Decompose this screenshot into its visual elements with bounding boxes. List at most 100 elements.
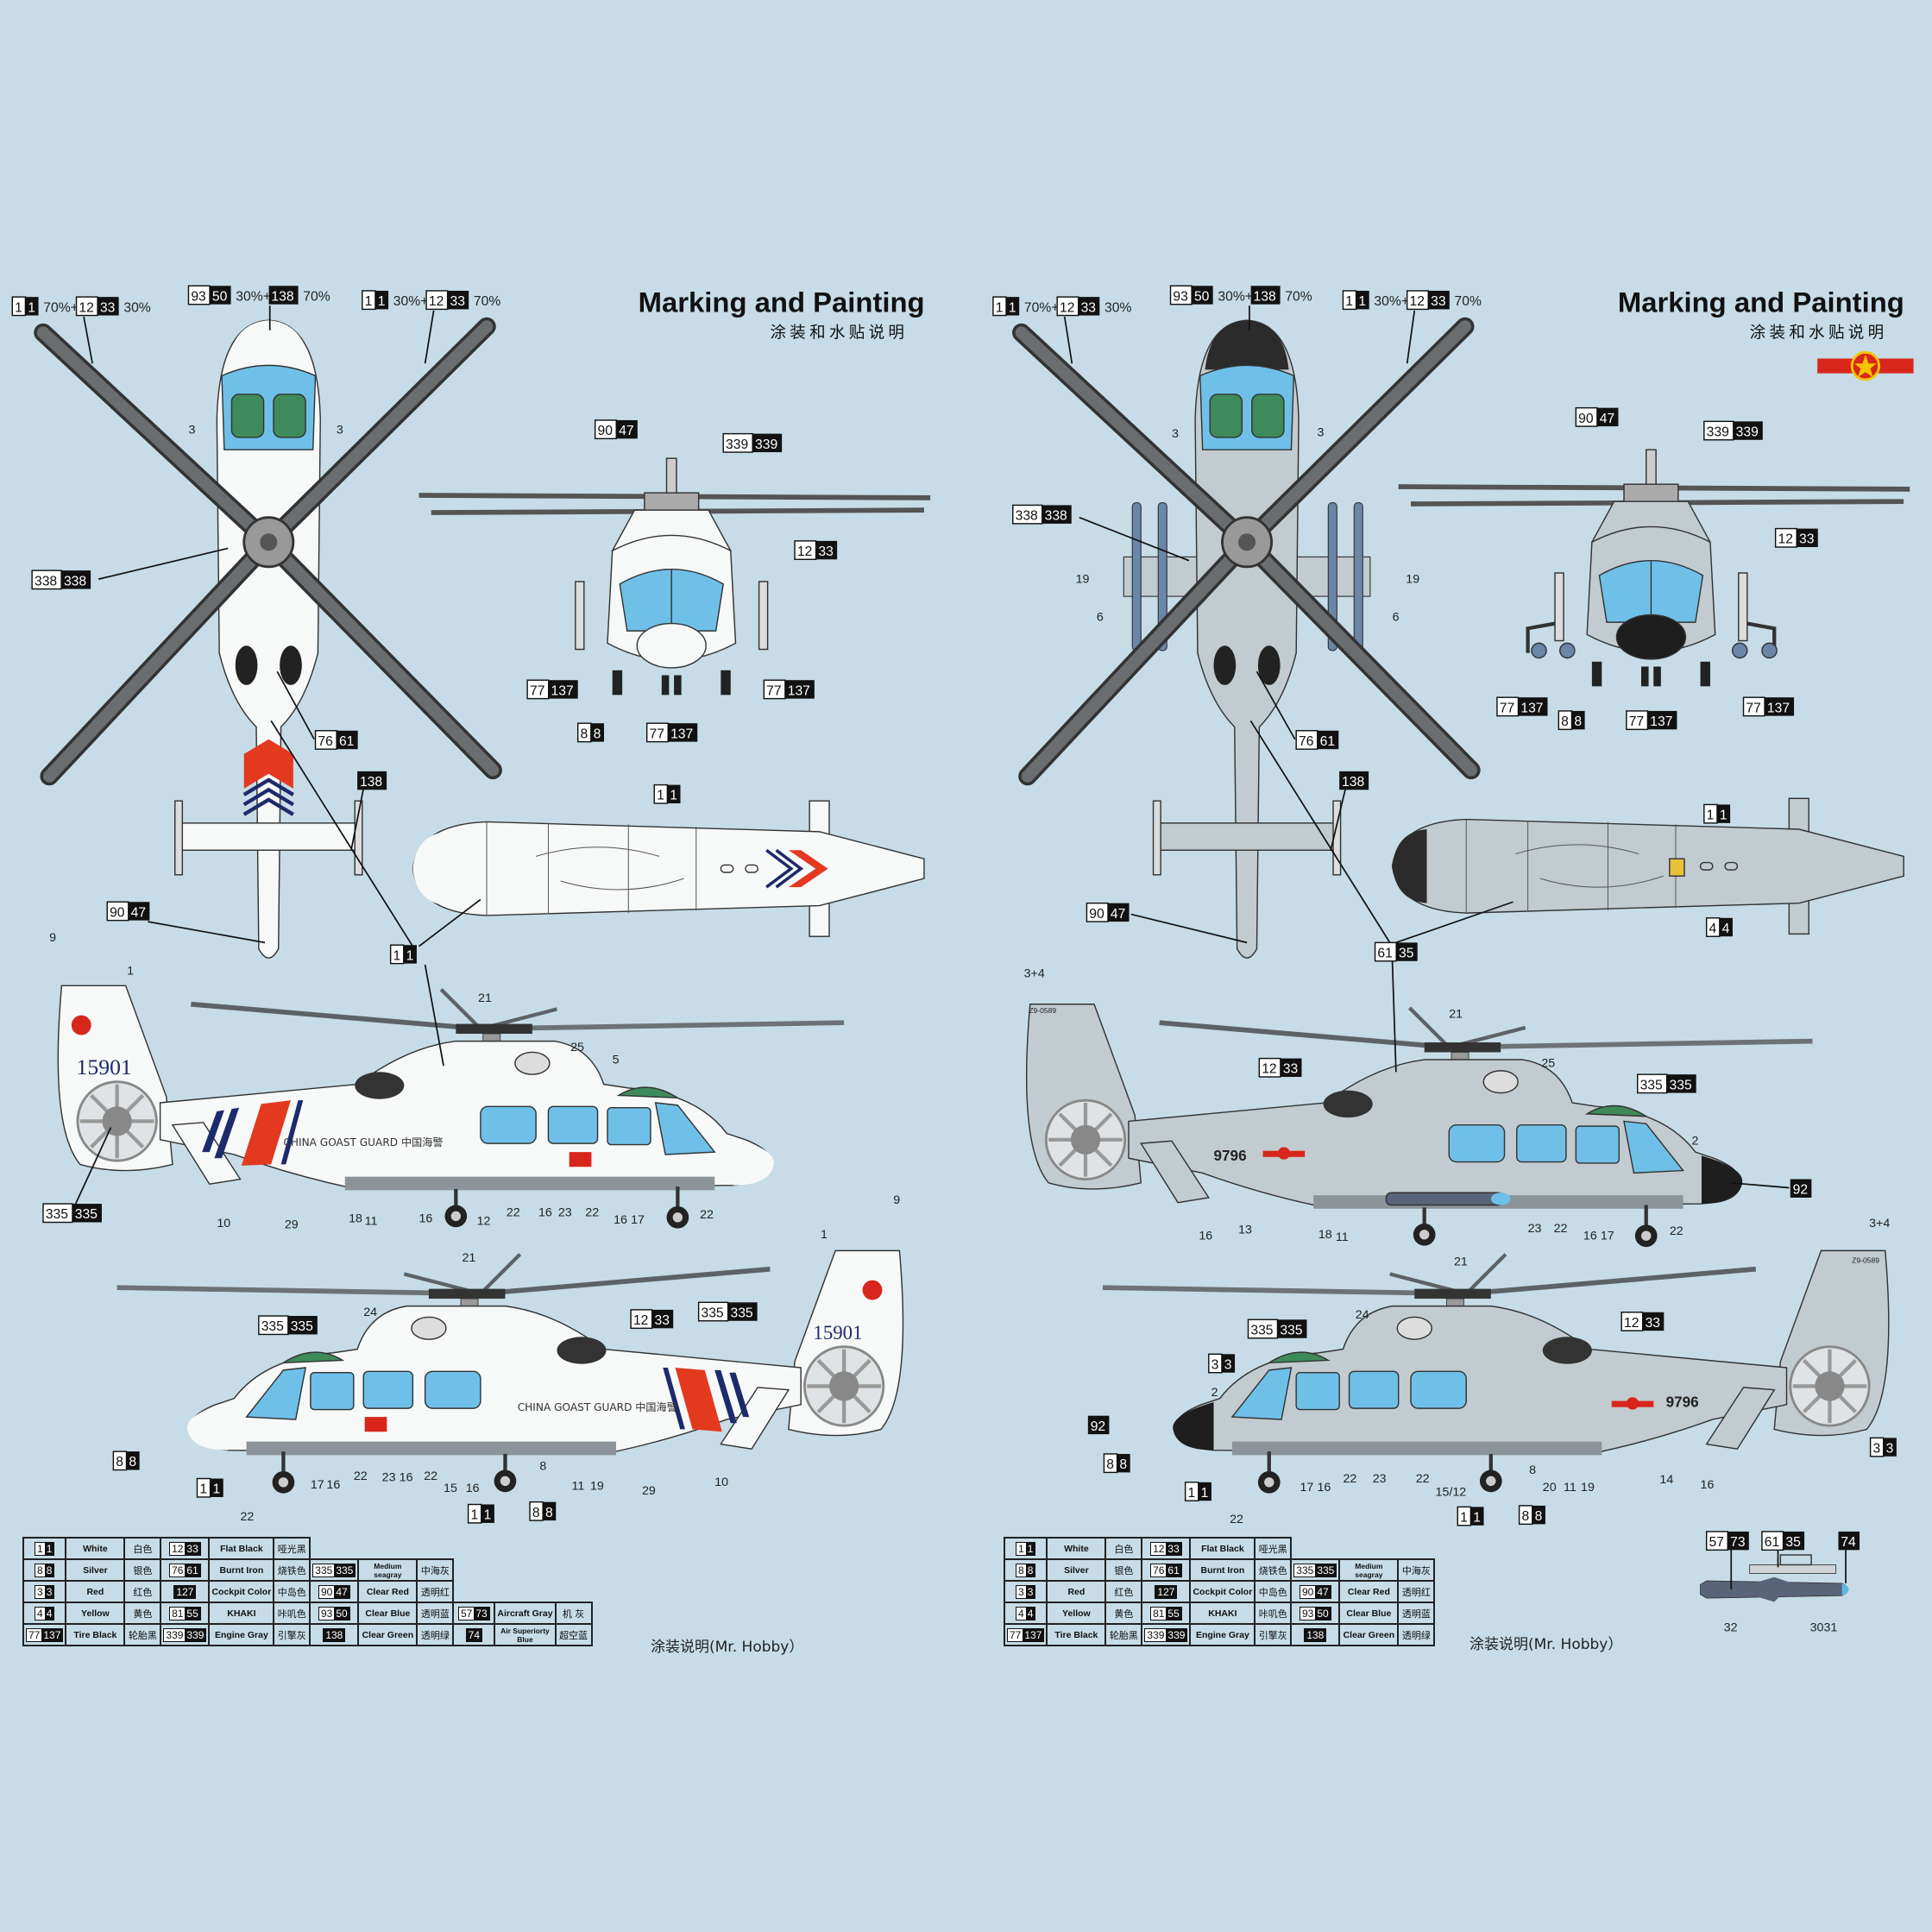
paint-name-en: Cockpit Color: [1189, 1580, 1256, 1603]
color-code-light: 8: [116, 1455, 123, 1469]
part-number: 11: [365, 1214, 378, 1228]
code-dark: 339: [185, 1628, 206, 1641]
color-code-light: 8: [581, 727, 588, 741]
color-code-dark: 47: [1600, 412, 1614, 426]
paint-name-zh: 白色: [1104, 1537, 1143, 1560]
paint-name-zh: 透明红: [1397, 1580, 1436, 1603]
color-code-dark: 8: [129, 1455, 136, 1469]
part-number: 3: [1317, 425, 1324, 439]
weapon-pylons-front: [1526, 620, 1778, 659]
part-number: 5: [613, 1053, 620, 1067]
color-code-light: 8: [1561, 714, 1569, 729]
paint-name-zh: 哑光黑: [273, 1537, 312, 1560]
color-code-light: 90: [598, 424, 614, 438]
paint-code: 127: [160, 1580, 211, 1603]
color-code-light: 77: [650, 727, 664, 741]
mix-ratio: 30%+: [236, 289, 271, 304]
color-code-light: 8: [1521, 1509, 1529, 1524]
color-code-dark: 74: [1841, 1535, 1856, 1550]
color-code-light: 93: [191, 289, 206, 304]
part-number: 11: [1564, 1481, 1576, 1495]
paint-name-zh: 咔叽色: [1254, 1602, 1293, 1625]
part-number: 12: [477, 1214, 491, 1228]
coast-guard-side-stripes: [202, 1100, 304, 1166]
color-code-dark: 138: [360, 775, 382, 790]
paint-name-en: Clear Blue: [1338, 1602, 1400, 1625]
code-light: 12: [170, 1542, 186, 1555]
color-code-dark: 137: [1650, 714, 1672, 729]
color-code-dark: 1: [1009, 300, 1016, 315]
paint-name-en: White: [1046, 1537, 1107, 1560]
code-dark: 61: [185, 1564, 200, 1576]
color-code-light: 76: [318, 734, 333, 749]
code-dark: 33: [185, 1542, 200, 1555]
paint-name-zh: 机 灰: [554, 1602, 593, 1625]
tail-code: Z9-0589: [1029, 1006, 1056, 1015]
part-number: 16: [400, 1470, 413, 1484]
paint-name-en: Burnt Iron: [1189, 1558, 1256, 1582]
side-missile: [1385, 1192, 1511, 1206]
code-light: 81: [1151, 1607, 1167, 1620]
paint-name-zh: 超空蓝: [554, 1623, 593, 1646]
code-dark: 55: [185, 1607, 200, 1620]
color-code-light: 335: [1250, 1323, 1273, 1337]
color-code-light: 1: [15, 300, 22, 315]
color-code-dark: 61: [339, 734, 354, 749]
paint-name-en: Engine Gray: [1189, 1623, 1256, 1646]
color-code-dark: 137: [1767, 701, 1790, 715]
paint-callout: 76 61: [314, 730, 358, 750]
color-code-light: 90: [110, 905, 125, 920]
part-number: 22: [1343, 1472, 1356, 1486]
paint-name-en: White: [65, 1537, 126, 1560]
paint-name-zh: 银色: [1104, 1558, 1143, 1582]
code-light: 77: [27, 1628, 42, 1641]
paint-code: 138: [1290, 1623, 1341, 1646]
paint-name-en: Tire Black: [1046, 1623, 1107, 1646]
code-dark: 127: [174, 1585, 196, 1598]
color-code-dark: 1: [378, 294, 386, 309]
code-dark: 137: [41, 1628, 63, 1641]
code-dark: 73: [474, 1607, 489, 1620]
color-code-dark: 33: [818, 544, 834, 559]
part-number: 3+4: [1024, 966, 1045, 980]
paint-name-zh: 烧铁色: [273, 1558, 312, 1582]
code-dark: 4: [1025, 1607, 1035, 1620]
part-number: 3+4: [1869, 1217, 1890, 1230]
part-number: 22: [354, 1469, 368, 1483]
weapon-pylons-top: [1123, 502, 1371, 651]
part-number: 9: [893, 1193, 900, 1207]
paint-name-en: Flat Black: [208, 1537, 275, 1560]
hull-text: CHINA GOAST GUARD 中国海警: [283, 1136, 443, 1149]
part-number: 10: [217, 1217, 230, 1230]
part-number: 6: [1097, 611, 1104, 625]
paint-callout: 92: [1790, 1179, 1812, 1198]
code-dark: 8: [1025, 1564, 1035, 1576]
color-code-dark: 335: [1670, 1078, 1692, 1092]
part-number: 17: [631, 1213, 645, 1227]
mix-ratio: 30%+: [1374, 294, 1409, 309]
color-code-light: 1: [365, 294, 373, 309]
part-number: 32: [1724, 1621, 1738, 1635]
color-code-dark: 138: [1342, 775, 1364, 790]
